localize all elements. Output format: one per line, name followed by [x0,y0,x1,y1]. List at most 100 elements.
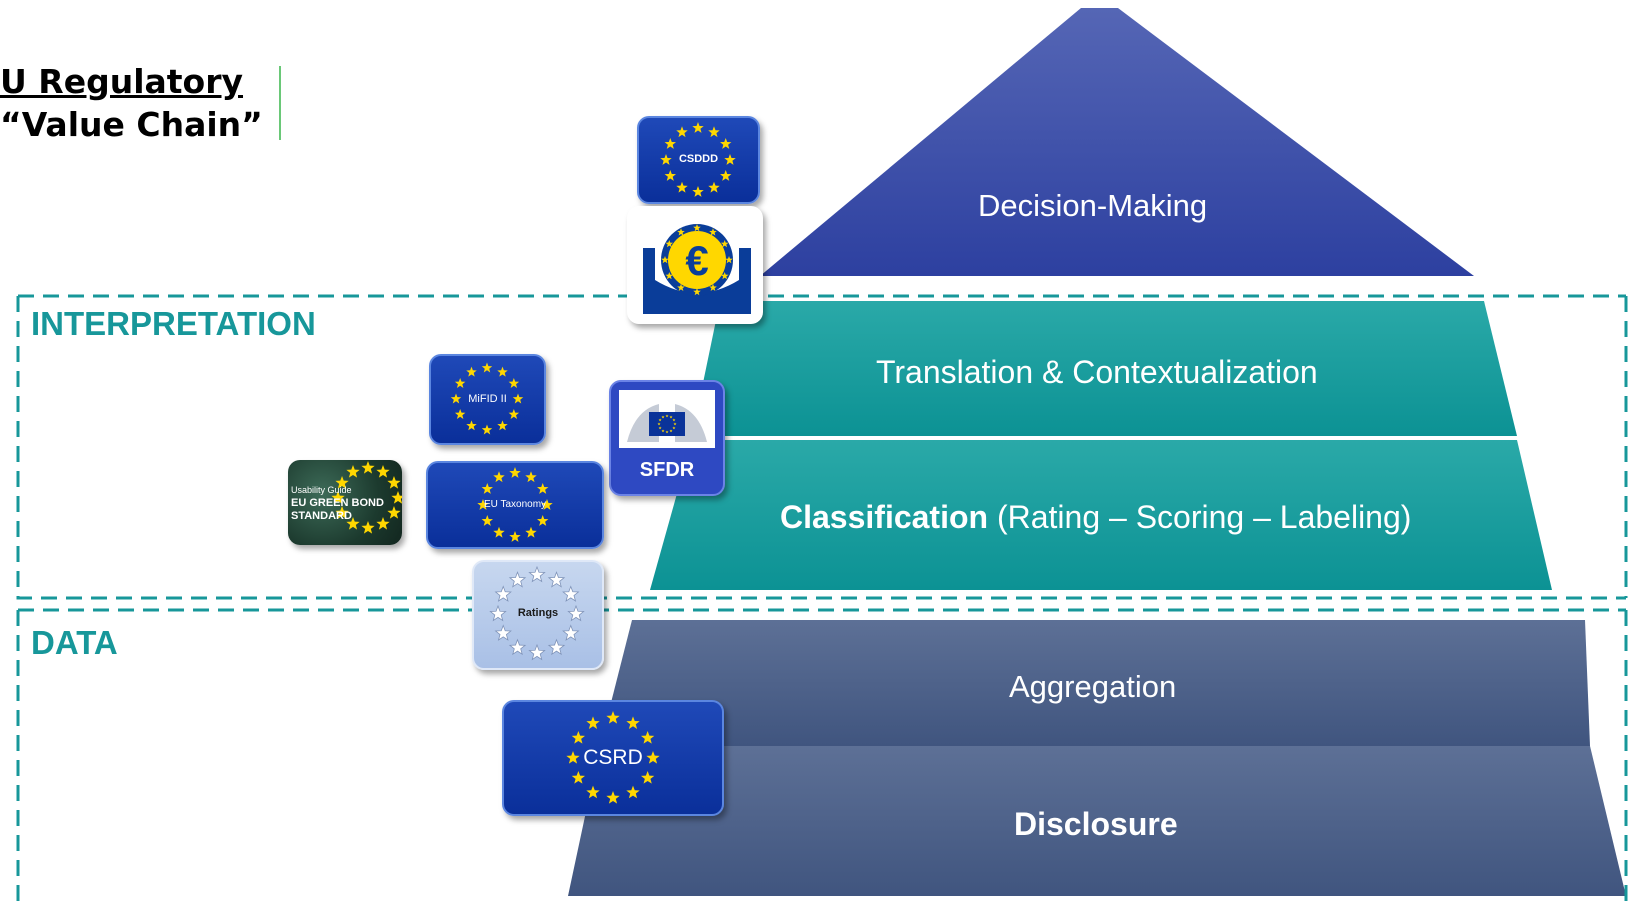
star-icon [658,426,662,430]
star-icon [481,515,493,526]
star-icon [669,429,673,433]
star-icon [661,415,665,419]
star-icon [646,751,660,764]
ratings-badge: Ratings [472,560,604,670]
star-icon [387,476,401,489]
page-title: U Regulatory “Value Chain” [0,60,263,146]
star-icon [335,506,349,519]
sfdr-label: SFDR [639,459,695,481]
sfdr-stars-icon [657,414,677,434]
star-icon [562,585,580,602]
sfdr-logo-panel [619,390,715,448]
tier-aggregation [600,620,1590,746]
star-icon [586,716,600,730]
star-icon [720,170,732,181]
tier-classification [650,440,1552,590]
star-icon [720,240,729,248]
star-icon [331,491,345,504]
interpretation-box [16,294,1628,600]
star-icon [586,785,600,799]
star-icon [537,515,549,526]
star-icon [494,585,512,602]
star-icon [720,272,729,280]
green-bond-text: Usability Guide EU GREEN BOND STANDARD [291,484,384,523]
csddd-badge: CSDDD [637,116,760,204]
tier-decision-making [760,8,1474,276]
taxonomy-badge: EU Taxonomy [426,461,604,549]
star-icon [562,624,580,641]
star-icon [481,362,493,373]
star-icon [724,154,736,165]
star-icon [709,228,717,236]
star-icon [466,420,477,431]
star-icon [661,256,669,264]
star-icon [677,283,685,291]
star-icon [709,283,717,291]
star-icon [493,471,505,483]
star-icon [494,624,512,641]
star-icon [692,122,704,133]
star-icon [665,240,674,248]
star-icon [708,126,720,138]
label-classification: Classification (Rating – Scoring – Label… [780,499,1411,536]
star-icon [692,186,704,197]
star-icon [676,181,688,193]
star-icon [677,228,685,236]
star-icon [497,366,508,377]
star-icon [454,409,466,419]
star-icon [335,476,349,489]
star-icon [626,785,640,799]
star-icon [508,638,527,656]
star-icon [512,393,524,404]
star-icon [361,521,375,534]
star-icon [673,422,677,426]
star-icon [606,711,620,724]
tier-disclosure [568,746,1626,896]
ecb-badge: € [627,206,763,324]
star-icon [493,526,505,538]
star-icon [481,424,493,435]
eu-stars-icon [660,122,736,197]
star-icon [567,604,585,622]
star-icon [640,731,655,744]
star-icon [537,483,549,494]
star-icon [672,418,676,422]
star-icon [606,791,620,804]
mifid-label: MiFID II [468,393,507,405]
star-icon [528,643,546,661]
star-icon [547,571,566,588]
star-icon [669,415,673,419]
title-line-2: “Value Chain” [0,105,263,144]
star-icon [657,422,661,426]
star-icon [346,516,360,530]
star-icon [376,465,390,478]
star-icon [640,771,655,784]
tier-translation [692,301,1517,436]
star-icon [725,256,733,264]
data-box [16,608,1628,909]
star-icon [665,430,669,434]
csrd-badge: CSRD [502,700,724,816]
star-icon [661,429,665,433]
star-icon [508,409,520,419]
eu-stars-icon [450,362,524,435]
star-icon [547,638,566,656]
star-icon [676,126,688,138]
star-icon [566,751,580,764]
star-icon [387,506,401,519]
eu-stars-icon [566,711,660,804]
svg-text:€: € [685,237,708,284]
star-icon [477,499,489,510]
commission-building-icon [627,404,707,442]
star-icon [525,471,537,483]
star-icon [489,604,507,622]
ratings-label: Ratings [517,607,559,619]
star-icon [660,154,672,165]
star-icon [626,716,640,730]
taxonomy-label: EU Taxonomy [483,499,547,510]
star-icon [508,571,527,588]
star-icon [658,418,662,422]
ratings-stars-icon [489,565,585,661]
label-disclosure: Disclosure [1014,806,1178,842]
title-line-1: U Regulatory [0,62,244,101]
